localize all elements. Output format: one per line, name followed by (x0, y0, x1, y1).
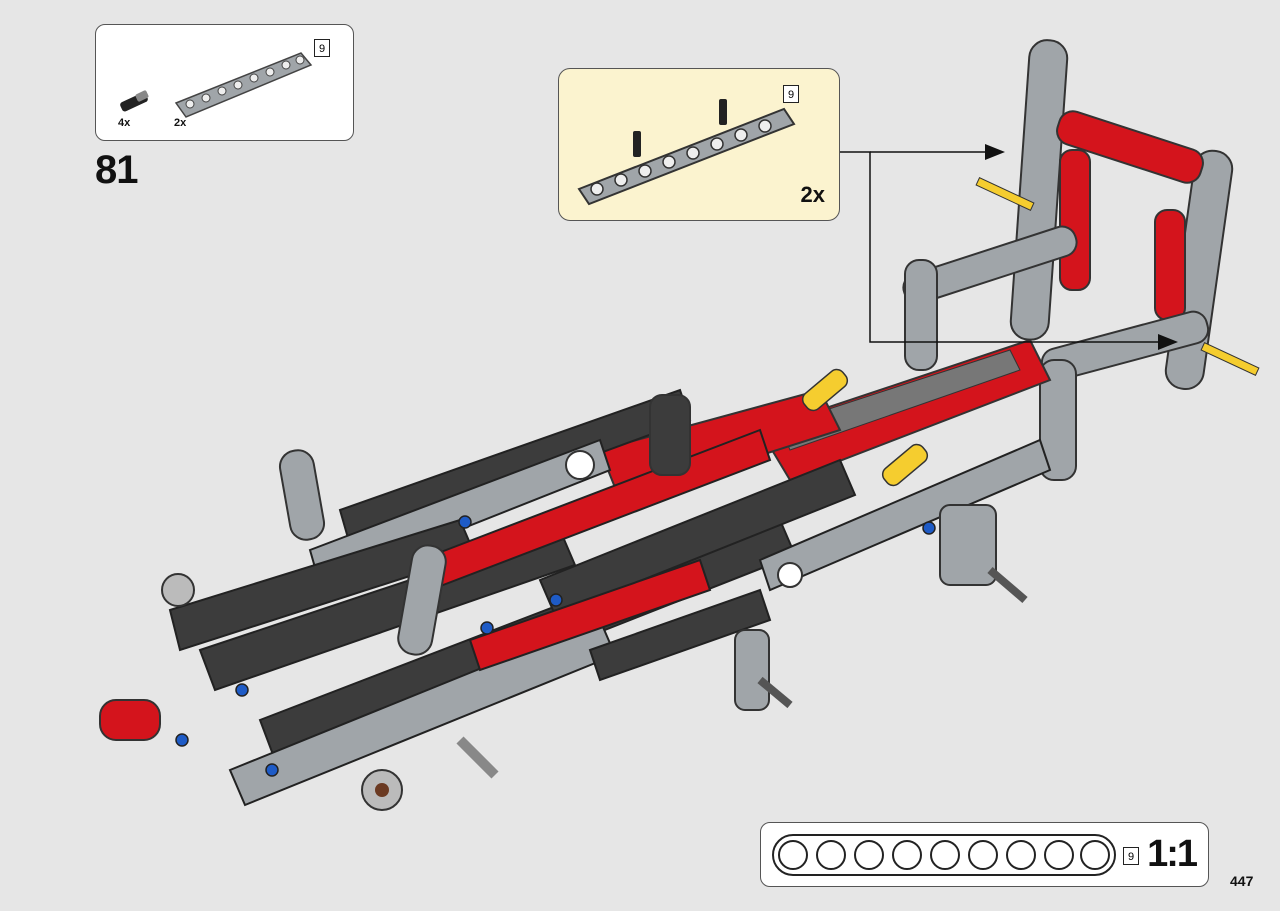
step-number: 81 (95, 148, 138, 192)
page-number: 447 (1230, 873, 1254, 889)
rear-frame (902, 39, 1260, 481)
subassembly-callout: 9 2x (558, 68, 840, 221)
part-length-tag: 9 (314, 39, 330, 57)
part-quantity: 2x (174, 117, 187, 129)
parts-list-box: 4x 2x 9 (95, 24, 354, 141)
scale-label: 1:1 (1147, 833, 1198, 875)
front-uprights (99, 368, 997, 741)
callout-multiplier: 2x (800, 182, 825, 207)
gears (161, 450, 1028, 811)
liftarm-beam-icon (174, 52, 313, 118)
parts-icons (120, 52, 313, 118)
callout-beam-illustration (577, 99, 796, 206)
blue-pins (175, 515, 936, 777)
axle-connector-pin-icon (120, 90, 149, 112)
callout-arrows (840, 144, 1178, 350)
scale-reference-box: 9 1:1 (760, 822, 1209, 887)
chassis-beams (168, 388, 1052, 807)
callout-length-tag: 9 (783, 85, 799, 103)
scale-beam-illustration (772, 834, 1116, 876)
scale-length-tag: 9 (1123, 847, 1139, 865)
part-quantity: 4x (118, 117, 131, 129)
